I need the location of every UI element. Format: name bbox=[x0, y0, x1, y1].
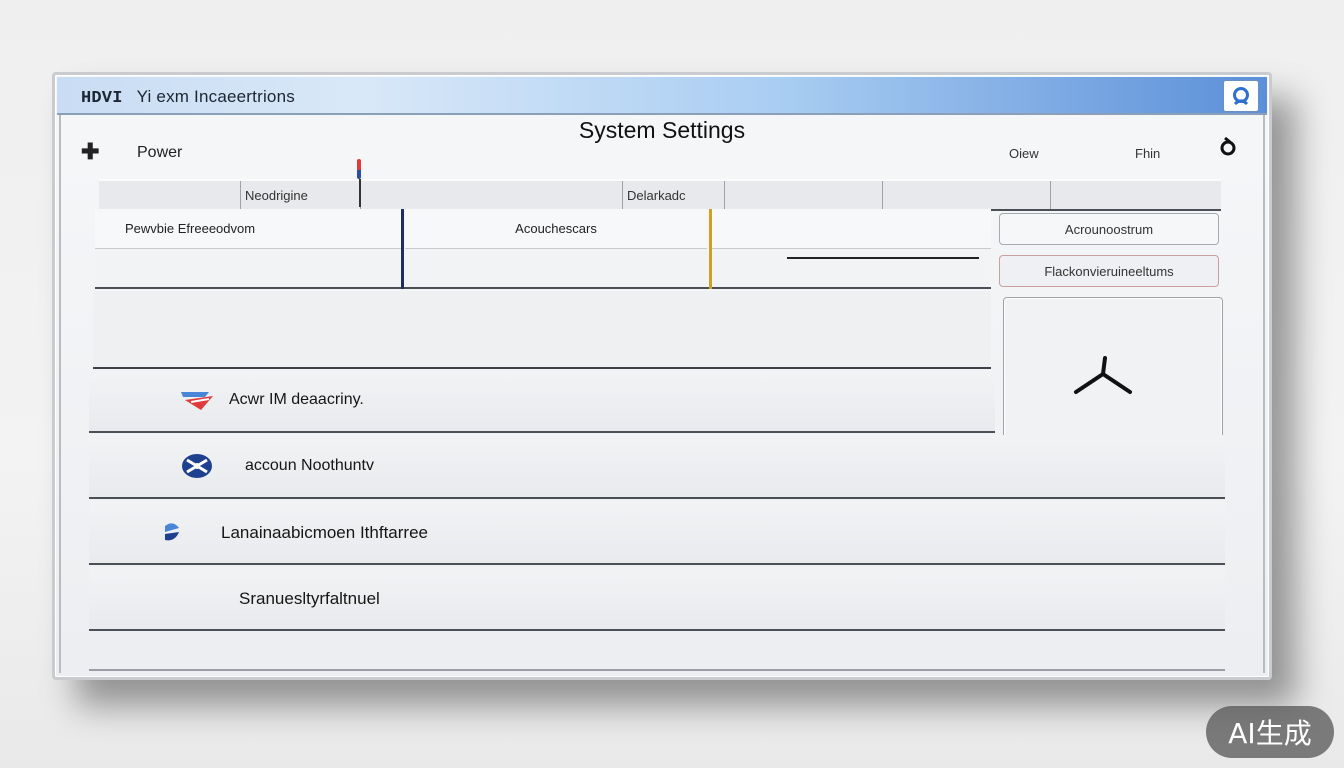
power-label[interactable]: Power bbox=[137, 144, 183, 161]
list-item[interactable]: Sranuesltyrfaltnuel bbox=[89, 567, 1225, 631]
ai-generated-badge: AI生成 bbox=[1206, 706, 1334, 758]
list-item[interactable]: Acwr IM deaacriny. bbox=[89, 369, 995, 433]
account-button[interactable]: Acrounoostrum bbox=[999, 213, 1219, 245]
flag-stripes-icon bbox=[179, 385, 215, 415]
content-area-top bbox=[93, 291, 991, 369]
list-item-label: accoun Noothuntv bbox=[245, 457, 374, 474]
grid-divider-gold bbox=[709, 209, 712, 289]
tab-divider-marker bbox=[359, 179, 361, 207]
find-link[interactable]: Fhin bbox=[1135, 146, 1161, 161]
settings-gear-icon[interactable] bbox=[1217, 135, 1239, 163]
list-item[interactable]: Lanainaabicmoen Ithftarree bbox=[89, 501, 1225, 565]
grid-cell-accounts[interactable]: Acouchescars bbox=[405, 209, 707, 249]
grid-cell-empty-2[interactable] bbox=[405, 251, 707, 287]
settings-grid: Pewvbie Efreeeodvom Acouchescars bbox=[95, 209, 991, 289]
list-item-label: Lanainaabicmoen Ithftarree bbox=[221, 523, 428, 542]
tab-delarkadc[interactable]: Delarkadc bbox=[623, 181, 725, 209]
grid-cell-empty-1[interactable] bbox=[95, 251, 401, 287]
list-item[interactable]: accoun Noothuntv bbox=[89, 435, 1225, 499]
list-item-label: Acwr IM deaacriny. bbox=[229, 391, 364, 408]
user-account-button[interactable] bbox=[1223, 80, 1259, 112]
tab-empty-4[interactable] bbox=[1051, 181, 1221, 209]
user-icon bbox=[1233, 87, 1249, 106]
preview-panel bbox=[1003, 297, 1223, 439]
settings-window: HDVI Yi exm Incaeertrions System Settings… bbox=[52, 72, 1272, 680]
tab-marker bbox=[357, 159, 361, 179]
window-title: HDVI Yi exm Incaeertrions bbox=[81, 87, 295, 108]
tab-empty-1[interactable] bbox=[361, 181, 623, 209]
tab-blank-left[interactable] bbox=[99, 181, 241, 209]
tab-empty-2[interactable] bbox=[725, 181, 883, 209]
tab-empty-3[interactable] bbox=[883, 181, 1051, 209]
globe-icon bbox=[179, 451, 215, 481]
feedback-button[interactable]: Flackonvieruineeltums bbox=[999, 255, 1219, 287]
language-icon bbox=[155, 517, 191, 547]
status-strip bbox=[89, 635, 1225, 671]
list-item-label: Sranuesltyrfaltnuel bbox=[239, 589, 380, 608]
page-title: System Settings bbox=[578, 117, 746, 143]
title-bar[interactable]: HDVI Yi exm Incaeertrions bbox=[57, 77, 1267, 115]
tab-neodrigine[interactable]: Neodrigine bbox=[241, 181, 361, 209]
app-logo: HDVI bbox=[81, 89, 123, 108]
grid-divider-navy bbox=[401, 209, 404, 289]
grid-cell-power-efficiency[interactable]: Pewvbie Efreeeodvom bbox=[95, 209, 401, 249]
view-link[interactable]: Oiew bbox=[1009, 146, 1039, 161]
tab-strip: Neodrigine Delarkadc bbox=[99, 179, 1221, 211]
window-title-text: Yi exm Incaeertrions bbox=[136, 87, 295, 106]
grid-cell-empty-top[interactable] bbox=[711, 209, 991, 249]
plus-icon[interactable]: ✚ bbox=[81, 139, 100, 164]
grid-slider-track[interactable] bbox=[787, 257, 979, 259]
fan-icon bbox=[1074, 356, 1132, 394]
